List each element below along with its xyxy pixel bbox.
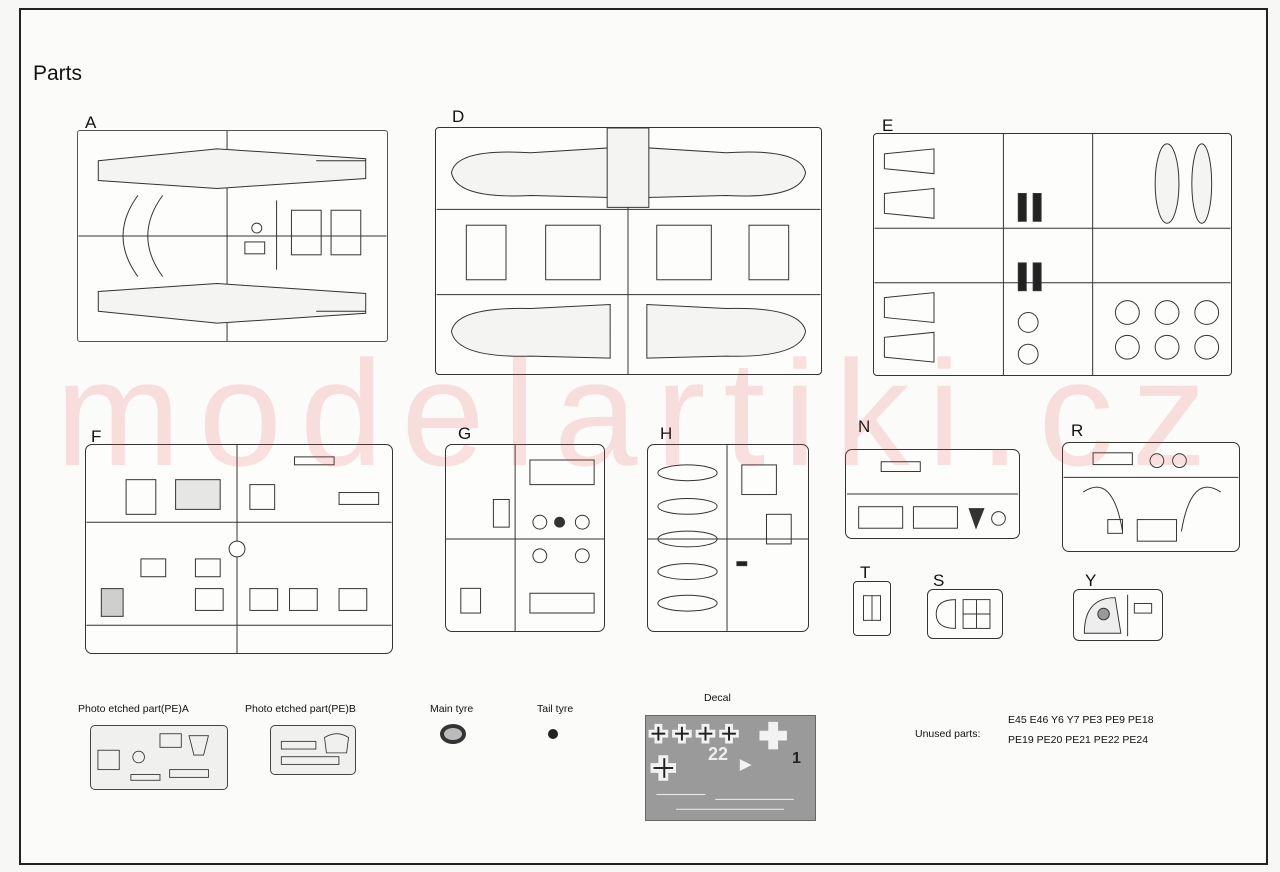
sprue-f-frame [85, 444, 393, 654]
sprue-letter-g: G [458, 424, 472, 443]
unused-parts-line-2: PE19 PE20 PE21 PE22 PE24 [1008, 734, 1149, 746]
sprue-n-frame [845, 449, 1020, 539]
sprue-r-parts-drawing [1063, 452, 1239, 542]
decal-sheet-drawing [648, 721, 794, 810]
unused-parts-label: Unused parts: [915, 728, 981, 740]
sprue-h-frame [647, 444, 809, 632]
decal-side-number: 1 [792, 750, 801, 767]
sprue-s-frame [927, 589, 1003, 639]
pe-a-caption: Photo etched part(PE)A [78, 703, 189, 715]
sprue-n-parts-drawing [846, 461, 1019, 530]
sprue-f-parts-drawing [86, 445, 392, 653]
sprue-y-parts-drawing [1083, 594, 1153, 637]
sprue-letter-r: R [1071, 421, 1084, 440]
sprue-e-frame [873, 133, 1232, 376]
sprue-letter-f: F [91, 427, 102, 446]
pe-b-caption: Photo etched part(PE)B [245, 703, 356, 715]
sprue-y-frame [1073, 589, 1163, 641]
sprue-t-parts-drawing [863, 595, 881, 621]
sprue-t-frame [853, 581, 891, 636]
tail-tyre-caption: Tail tyre [537, 703, 574, 715]
sprue-d-frame [435, 127, 822, 375]
sprue-letter-h: H [660, 424, 673, 443]
sprue-d-parts-drawing [436, 128, 821, 374]
sprue-letter-t: T [860, 563, 871, 582]
sprue-r-frame [1062, 442, 1240, 552]
decal-caption: Decal [704, 692, 731, 704]
page-title: Parts [33, 62, 83, 85]
sprue-letter-d: D [452, 107, 465, 126]
sprue-h-parts-drawing [648, 445, 808, 631]
pe-b-fret [270, 725, 356, 775]
sprue-e-parts-drawing [874, 134, 1231, 375]
sprue-letter-y: Y [1085, 571, 1097, 590]
sprue-letter-s: S [933, 571, 945, 590]
main-tyre-icon [440, 724, 466, 744]
sprue-letter-a: A [85, 113, 97, 132]
tail-tyre-icon [548, 729, 558, 739]
main-tyre-caption: Main tyre [430, 703, 474, 715]
decal-sheet: 22 1 [645, 715, 816, 821]
sprue-g-parts-drawing [446, 445, 604, 631]
decal-number: 22 [708, 744, 729, 764]
pe-b-fret-drawing [280, 733, 349, 765]
sprue-letter-e: E [882, 116, 894, 135]
sprue-letter-n: N [858, 417, 871, 436]
pe-a-fret [90, 725, 228, 790]
sprue-a-frame [77, 130, 388, 342]
pe-a-fret-drawing [97, 733, 209, 781]
sprue-g-frame [445, 444, 605, 632]
unused-parts-line-1: E45 E46 Y6 Y7 PE3 PE9 PE18 [1008, 714, 1154, 726]
sprue-a-parts-drawing [78, 131, 387, 341]
sprue-s-parts-drawing [935, 599, 991, 629]
